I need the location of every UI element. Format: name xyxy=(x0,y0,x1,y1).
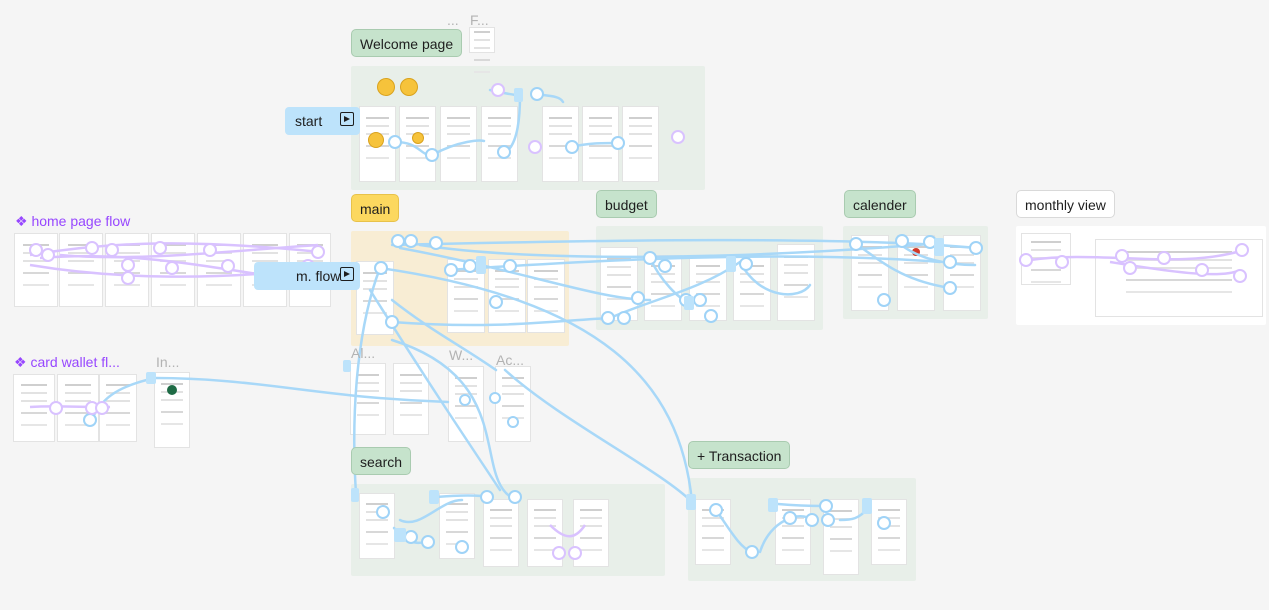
play-flow-icon[interactable] xyxy=(340,267,354,281)
frame-small-top[interactable] xyxy=(470,28,494,52)
flow-start-start[interactable]: start xyxy=(285,107,360,135)
section-label-transaction[interactable]: + Transaction xyxy=(688,441,791,469)
coin-icon xyxy=(400,78,418,96)
component-set-card-wallet-flow[interactable]: ❖ card wallet fl... xyxy=(14,354,120,370)
frame-welcome-7[interactable] xyxy=(623,107,658,181)
section-label-welcome-page[interactable]: Welcome page xyxy=(351,29,463,57)
calendar-marker-icon xyxy=(912,248,920,256)
section-label-main[interactable]: main xyxy=(351,194,400,222)
section-label-monthly-view[interactable]: monthly view xyxy=(1016,190,1115,218)
frame-transaction-4[interactable] xyxy=(872,500,906,564)
starbucks-logo-icon xyxy=(167,385,177,395)
frame-budget-3[interactable] xyxy=(690,256,726,320)
section-label-calender[interactable]: calender xyxy=(844,190,916,218)
flow-start-label: start xyxy=(295,113,323,129)
frame-search-3[interactable] xyxy=(484,500,518,566)
frame-transaction-2[interactable] xyxy=(776,500,810,564)
frame-title-top-right[interactable]: F... xyxy=(470,12,489,28)
frame-title-top-left[interactable]: ... xyxy=(447,12,459,28)
flow-start-label: m. flow xyxy=(296,268,341,284)
flow-start-main[interactable]: m. flow xyxy=(254,262,360,290)
frame-title-w[interactable]: W... xyxy=(449,347,474,363)
frame-search-1[interactable] xyxy=(360,494,394,558)
coin-icon xyxy=(368,132,384,148)
frame-title-all[interactable]: Al... xyxy=(351,345,376,361)
frame-title-ac[interactable]: Ac... xyxy=(496,352,525,368)
frame-title-in[interactable]: In... xyxy=(156,354,180,370)
coin-icon xyxy=(377,78,395,96)
frame-main-4[interactable] xyxy=(528,260,564,332)
coin-icon xyxy=(412,132,424,144)
component-set-home-page-flow[interactable]: ❖ home page flow xyxy=(15,213,131,229)
section-label-search[interactable]: search xyxy=(351,447,412,475)
section-label-budget[interactable]: budget xyxy=(596,190,657,218)
frame-transaction-3[interactable] xyxy=(824,500,858,574)
play-flow-icon[interactable] xyxy=(340,112,354,126)
